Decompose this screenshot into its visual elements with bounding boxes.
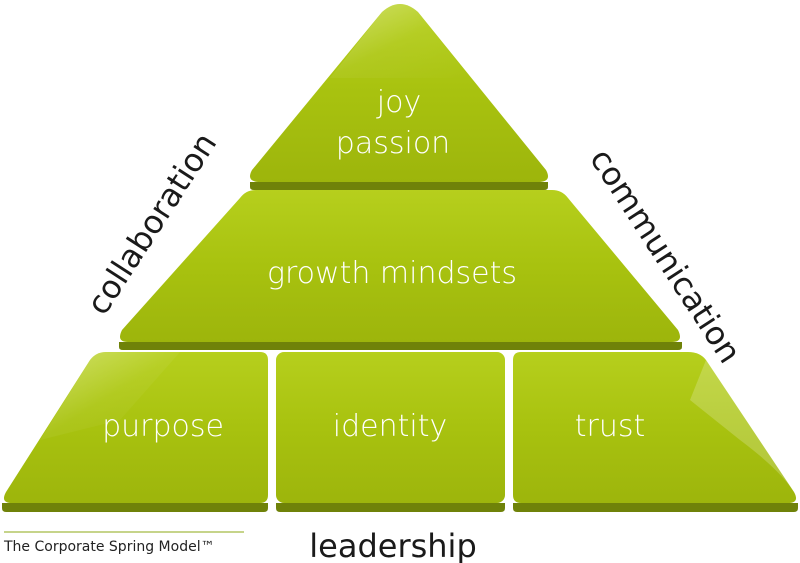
bottom-label-purpose: purpose — [102, 409, 224, 444]
side-label-leadership: leadership — [309, 527, 477, 563]
pyramid-bottom-left-shine — [40, 352, 180, 440]
pyramid-bottom-middle-shadow — [276, 503, 505, 512]
pyramid-bottom-middle-block: identity — [276, 352, 505, 512]
pyramid-bottom-left-shape — [4, 352, 268, 503]
pyramid-bottom-right-shape — [513, 352, 796, 503]
pyramid-top-shadow — [250, 182, 548, 190]
pyramid-bottom-right-block: trust — [513, 352, 798, 512]
pyramid-top-block: joy passion — [250, 4, 548, 190]
pyramid-middle-shadow — [119, 342, 682, 350]
top-line1: joy — [376, 85, 421, 120]
bottom-label-identity: identity — [333, 409, 447, 444]
caption-rule — [4, 531, 244, 533]
bottom-label-trust: trust — [575, 409, 646, 444]
pyramid-top-shape — [250, 4, 548, 182]
middle-label: growth mindsets — [267, 256, 517, 291]
pyramid-bottom-left-shadow — [2, 503, 268, 512]
pyramid-top-shine — [330, 4, 470, 78]
pyramid-bottom-right-shadow — [513, 503, 798, 512]
pyramid-middle-shape — [120, 190, 680, 342]
model-caption: The Corporate Spring Model™ — [4, 539, 215, 555]
pyramid-middle-block: growth mindsets — [119, 190, 682, 350]
pyramid-middle-shine — [568, 198, 682, 330]
pyramid-bottom-left-block: purpose — [2, 352, 268, 512]
top-line2: passion — [336, 126, 450, 161]
pyramid-bottom-middle-shape — [276, 352, 505, 503]
pyramid-bottom-right-shine — [690, 360, 794, 492]
